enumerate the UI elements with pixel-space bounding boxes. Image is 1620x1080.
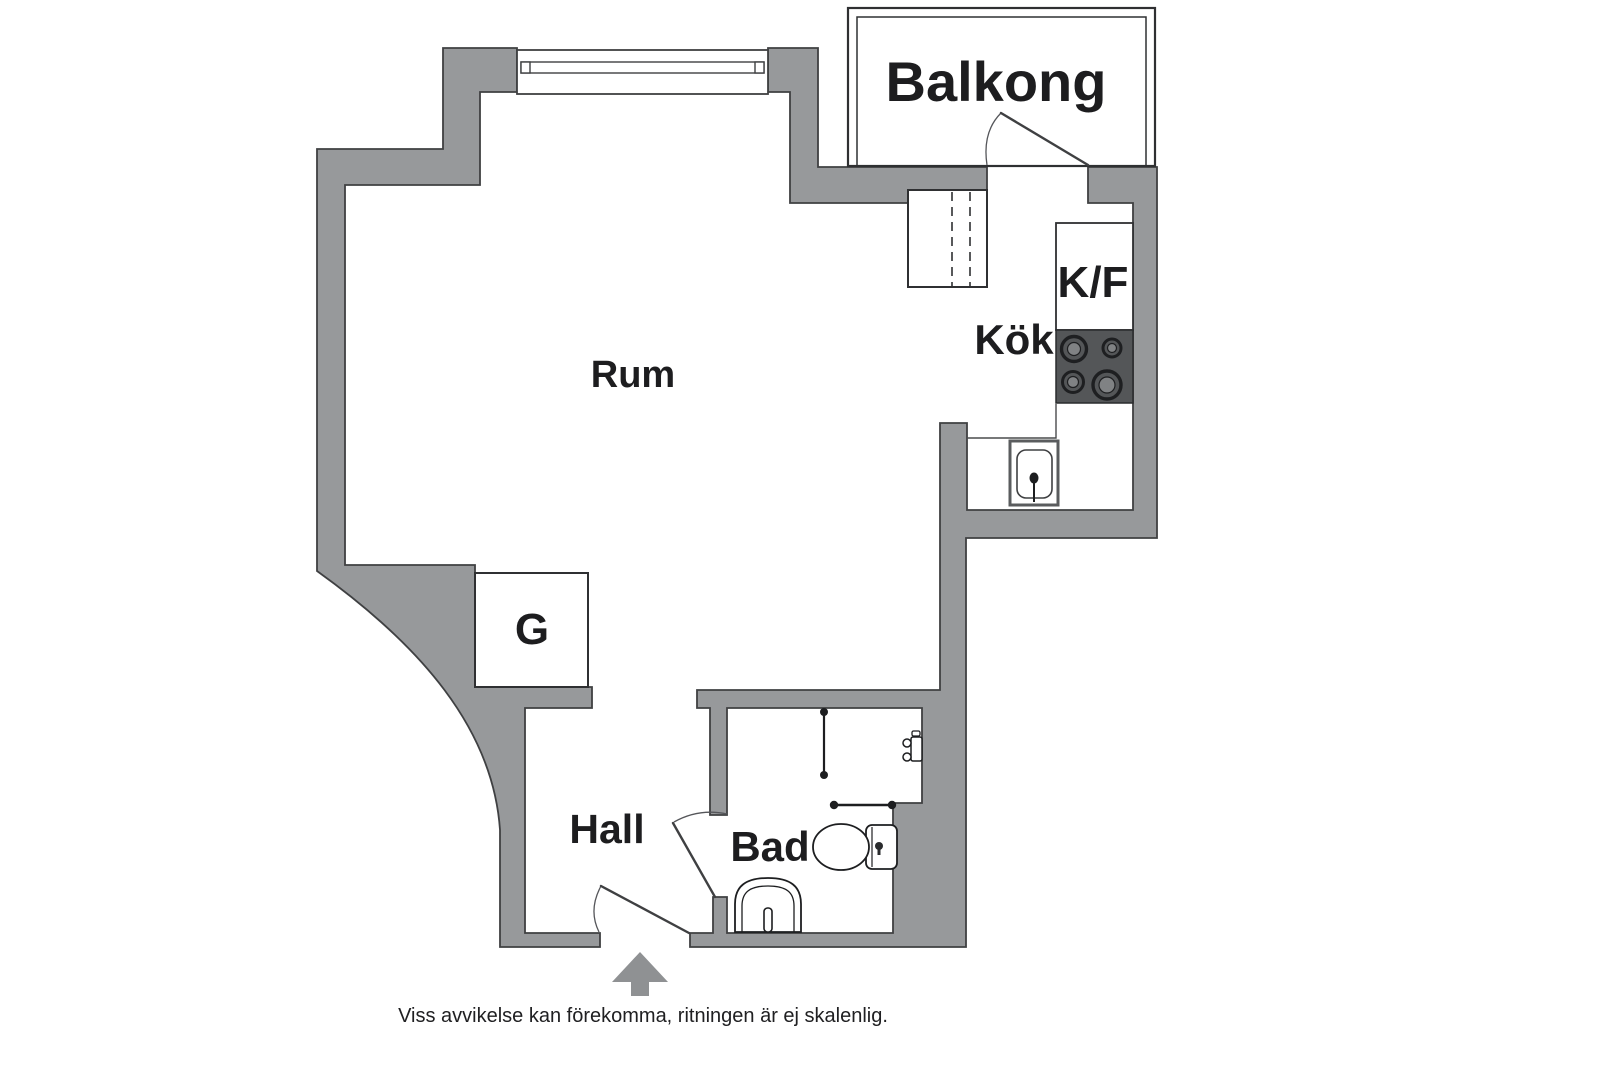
sink-tap-icon [1029, 472, 1039, 484]
wardrobe-label: G [515, 605, 549, 654]
burner-icon [1091, 369, 1123, 401]
rail-end-dot [829, 800, 839, 810]
rail-end-dot [820, 771, 828, 779]
burner-icon [1061, 370, 1085, 394]
balcony-label: Balkong [886, 50, 1107, 113]
hall-label: Hall [569, 806, 644, 852]
entrance-door-swing-arc [593, 885, 602, 933]
balcony: Balkong [846, 6, 1157, 168]
balcony-door-leaf [999, 111, 1090, 167]
burner-icon [1106, 342, 1118, 354]
toilet-flush-icon [875, 842, 883, 850]
burner-icon [1098, 376, 1116, 394]
wall-right-section [689, 166, 1158, 948]
main-room-label: Rum [591, 354, 675, 396]
bathroom-door-swing-arc [673, 811, 728, 823]
bathroom-sink-outer [734, 877, 802, 933]
mixer-head [911, 730, 921, 737]
bathroom-sink-inner [741, 885, 795, 932]
counter-edge [967, 404, 1057, 439]
entrance-door [593, 884, 691, 935]
rail-end-dot [820, 708, 828, 716]
wall-left-section [316, 47, 601, 948]
bathroom-label: Bad [730, 823, 809, 870]
dashed-cabinet [907, 189, 988, 288]
window-sash-cap-right [754, 61, 765, 74]
window [516, 49, 769, 95]
balcony-door-swing-arc [985, 112, 1002, 166]
shower-rails [820, 708, 897, 810]
balcony-outline-inner [856, 16, 1147, 167]
disclaimer-caption: Viss avvikelse kan förekomma, ritningen … [398, 1005, 888, 1027]
bathroom-door-leaf [671, 821, 717, 899]
kitchen-sink [1008, 439, 1060, 507]
mixer-knob [902, 752, 912, 762]
bathroom-sink [734, 877, 802, 933]
walls [316, 47, 1158, 948]
stove-burners [1059, 334, 1123, 401]
rail-end-dot [887, 800, 897, 810]
mixer-knob [902, 738, 912, 748]
burner-icon [1059, 334, 1089, 364]
toilet [812, 823, 898, 871]
window-sash [520, 61, 765, 74]
burner-icon [1066, 341, 1082, 357]
kitchen: K/F Kök [967, 222, 1134, 507]
shower-mixer-icon [902, 730, 923, 762]
burner-icon [1066, 375, 1080, 389]
cabinet-outline [907, 189, 988, 288]
entrance-arrow-icon [612, 952, 668, 996]
balcony-outline-outer [846, 6, 1157, 168]
kitchen-label: Kök [974, 316, 1054, 363]
wardrobe: G [474, 572, 589, 688]
bathroom: Bad [671, 708, 923, 933]
mixer-body [910, 736, 923, 762]
bathroom-sink-tap [763, 907, 773, 933]
burner-icon [1101, 337, 1123, 359]
toilet-flush-stem [877, 849, 881, 855]
wardrobe-box [474, 572, 589, 688]
fridge-freezer-label: K/F [1058, 258, 1129, 307]
toilet-bowl [812, 823, 870, 871]
entrance-door-leaf [599, 884, 691, 935]
window-sash-cap-left [520, 61, 531, 74]
